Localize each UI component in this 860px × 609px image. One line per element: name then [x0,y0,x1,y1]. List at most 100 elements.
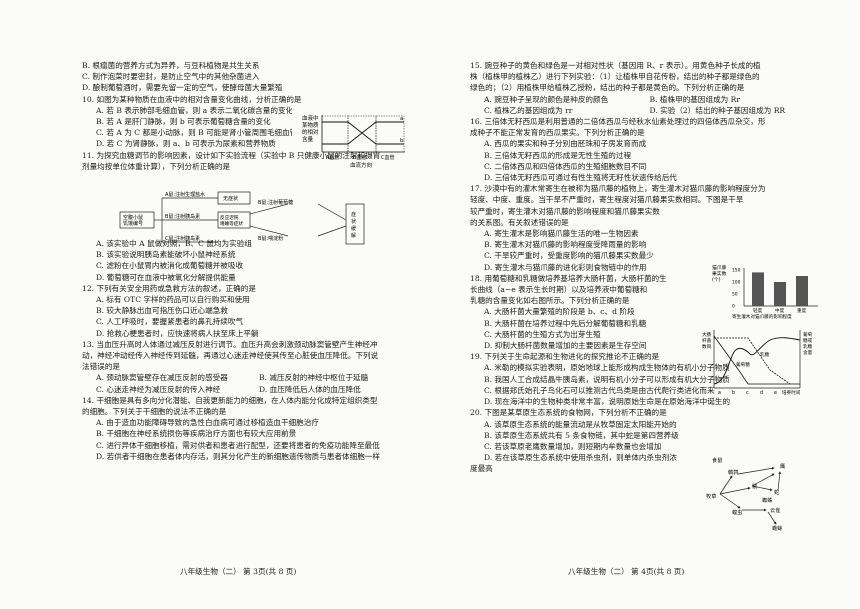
food-web-node: 鹌鹑 [728,468,738,476]
svg-text:含量: 含量 [302,135,314,143]
option-a: A. 该实验中 A 鼠做对照，B、C 鼠均为实验组 [96,239,252,249]
text-line: A. 西瓜的果实和种子分别由胚珠和子房发育而成 [484,139,647,149]
svg-text:状: 状 [351,218,356,225]
text-line: B. 寄生灌木对猫爪藤的影响程度受降雨量的影响 [484,240,647,250]
svg-text:的相对: 的相对 [302,128,319,136]
fig18-left-label: 大肠 [702,331,712,338]
fig18-curve-lactose: 乳糖 [760,351,770,358]
q17-bar-figure: 猫爪藤 果实数 (个) 150100500 轻度中度重度 寄生灌木对猫爪藤的影响… [712,264,818,320]
fig17-bar [752,272,764,306]
fig17-bar-label: 重度 [797,307,807,314]
option-b: B. 若 A 是肝门静脉，则 b 可表示葡萄糖含量的变化 [96,117,271,127]
text-line: 17. 沙漠中有的灌木常寄生在被称为猫爪藤的植物上，寄生灌木对猫爪藤的影响程度分… [470,184,766,194]
option-c: C. 人工呼吸时，要握紧患者的鼻孔持续吹气 [96,317,244,327]
question-stem: 绿色的；（2）用植株甲给植株乙授粉，结出的种子都是黄色的。下列分析正确的是 [470,83,745,93]
food-web-node: 蜘蛛 [762,496,773,504]
text-line: B. 该草原生态系统共有 5 条食物链，其中蛇是第四营养级 [484,430,679,440]
question-12: 12. 下列有关安全用药或急救方法的叙述，正确的是 A. 标有 OTC 字样的药… [82,283,422,339]
page-footer-right: 八年级生物（二） 第 4页(共 8 页) [568,567,685,576]
fig17-tick: 50 [732,292,738,298]
question-stem: 13. 当血压升高时人体通过减压反射进行调节。血压升高会刺激颈动脉窦管壁产生神经… [82,339,378,349]
text-line: C. 干旱较严重时，受重度影响的猫爪藤果实数最少 [484,251,654,261]
text-line: 轻度、中度、重度。当干旱不严重时，寄生程度对猫爪藤果实数相同。下图是干旱 [470,195,744,205]
question-13: 13. 当血压升高时人体通过减压反射进行调节。血压升高会刺激颈动脉窦管壁产生神经… [82,339,422,395]
q10-curve-figure: 血液中 某物质 的相对 含量 a b A血管 B血管 C血管 血流方向 [302,114,405,169]
options-row: C. 植株乙的基因组成为 rr D. 实验（2）结出的种子基因组成为 RR [470,105,815,116]
text-line: 20. 下图是某草原生态系统的食物网，下列分析不正确的是 [470,408,667,418]
question-11: 11. 为探究血糖调节的影响因素，设计如下实验流程（实验中 B 只健康小鼠的注射… [82,150,422,283]
question-stem: 15. 豌豆种子的黄色和绿色是一对相对性状（基因用 R、r 表示）。用黄色种子长… [470,61,761,70]
svg-text:(个): (个) [712,277,721,283]
svg-text:解: 解 [351,232,356,239]
right-page-column: 15. 豌豆种子的黄色和绿色是一对相对性状（基因用 R、r 表示）。用黄色种子长… [470,60,815,475]
food-web-node: 食鼠 [712,456,722,464]
fig17-tick: 0 [732,304,735,310]
option-a: A. 颈动脉窦管壁存在减压反射的感受器 [96,373,228,383]
svg-text:a: a [718,391,721,396]
q20-food-web: 食鼠 鹰 鹌鹑 蛇 牧草 鼠 云雀 蝗虫 蜘蛛 蟾蜍 [706,456,785,532]
option-c: C. 心迷走神经为减压反射的传入神经 [96,384,221,394]
text-line: B. 大肠杆菌在培养过程中先后分解葡萄糖和乳糖 [484,318,647,328]
fig10-vessel-c: C血管 [381,154,395,161]
food-web-node: 云雀 [770,506,780,514]
svg-text:杆菌: 杆菌 [702,337,712,344]
text-line: 18. 用葡萄糖和乳糖做培养基培养大肠杆菌，大肠杆菌的生 [470,273,667,283]
options-row: C. 心迷走神经为减压反射的传入神经 D. 血压降低后人体的血压降低 [82,384,422,395]
text-line: B. 根瘤菌的营养方式为异养，与豆科植物是共生关系 [82,61,260,70]
text-line: 度最高 [470,464,493,474]
fig18-right-label: 葡萄 [803,331,813,338]
option-c: C. 植株乙的基因组成为 rr [484,105,573,115]
food-web-node: 蝗虫 [732,508,742,516]
text-line: D. 酿制葡萄酒时，需要先留一定的空气，使酵母菌大量繁殖 [82,83,283,93]
question-14: 14. 干细胞是具有多向分化潜能、自我更新能力的细胞，在人体内能分化成特定组织类… [82,395,422,462]
fig10-xlabel: 血流方向 [350,161,372,169]
glucose-curve [713,335,800,385]
svg-text:空腹小鼠: 空腹小鼠 [123,214,143,221]
option-c: C. 若 A 为 C 都是小动脉，则 B 可能是肾小管周围毛细血管 [96,128,292,138]
q9-options: B. 根瘤菌的营养方式为异养，与豆科植物是共生关系 C. 制作泡菜时要密封，是防… [82,60,422,94]
option-c: C. 进行异体干细胞移植，需对供者和患者进行配型，还要将患者的免疫功能降至最低 [96,440,380,450]
question-stem: 动，神经冲动经传入神经传到延髓，再通过心迷走神经使其传至心脏使血压降低。下列说 [82,351,379,361]
svg-text:B鼠:注射胰岛素: B鼠:注射胰岛素 [165,213,200,220]
option-b: B. 该实验说明胰岛素能破坏小鼠神经系统 [96,250,236,260]
text-line: C. 根据郑氏始孔子鸟化石可以推测古代鸟类是由古代爬行类进化而来 [484,385,715,395]
food-web-node: 鼠 [752,482,757,490]
option-a: A. 标有 OTC 字样的药品可以自行购买和使用 [96,295,250,305]
options-row: A. 颈动脉窦管壁存在减压反射的感受器 B. 减压反射的神经中枢位于延髓 [82,372,422,383]
text-line: B. 三倍体无籽西瓜的形成是无性生殖的过程 [484,150,632,160]
question-stem: 株（植株甲的植株乙）进行下列实验：（1）让植株甲自花传粉，结出的种子都是绿色的 [470,72,760,82]
svg-text:B鼠:喂淀粉: B鼠:喂淀粉 [258,235,283,242]
option-b: B. 减压反射的神经中枢位于延髓 [259,373,369,383]
growth-curve [713,337,801,385]
fig10-vessel-b: B血管 [353,154,366,161]
text-line: 19. 下列关于生命起源和生物进化的探究推论不正确的是 [470,352,660,362]
curve-a [322,121,404,145]
option-c: C. 滤粉在小鼠胃内被消化成葡萄糖并被吸收 [96,261,244,271]
text-line: 的关系图。有关叙述错误的是 [470,217,569,227]
option-a: A. 由于造血功能障碍导致的急性白血病可通过移植造血干细胞治疗 [96,418,319,428]
q18-growth-curve: 大肠 杆菌 数目 葡萄 糖或 乳糖 含量 葡萄糖 乳糖 a b c d e 培养… [702,330,813,396]
svg-text:c: c [746,391,749,396]
fig18-curve-glucose: 葡萄糖 [736,361,750,368]
text-line: D. 抑制大肠杆菌数量增加的主要因素是生存空间 [484,341,647,351]
svg-text:饥饿编号: 饥饿编号 [123,220,143,227]
svg-text:无症状: 无症状 [223,195,238,202]
svg-text:A鼠:注射生理盐水: A鼠:注射生理盐水 [165,191,205,198]
svg-text:症: 症 [351,211,356,218]
question-stem: 10. 如图为某种物质在血液中的相对含量变化曲线，分析正确的是 [82,94,302,104]
text-line: A. 寄生灌木是影响猫爪藤生活的唯一生物因素 [484,229,639,239]
fig17-bar [774,282,786,306]
svg-text:果实数: 果实数 [712,270,727,277]
fig17-bar [796,276,808,306]
question-stem: 剂量均按单位体重计算），下列分析正确的是 [82,161,231,171]
svg-text:某物质: 某物质 [302,121,319,129]
question-stem: 法错误的是 [82,362,120,372]
fig10-ylabel: 血液中 [302,114,319,122]
fig17-tick: 100 [732,280,741,286]
svg-text:d: d [760,390,763,396]
food-web-node: 蟾蜍 [772,524,782,532]
svg-text:缓: 缓 [351,225,356,232]
svg-text:B鼠:注射葡萄糖: B鼠:注射葡萄糖 [258,199,293,206]
text-line: C. 制作泡菜时要密封，是防止空气中的其他杂菌进入 [82,72,260,82]
text-line: D. 寄生灌木与猫爪藤的进化彩则食物链中的作用 [484,262,647,272]
